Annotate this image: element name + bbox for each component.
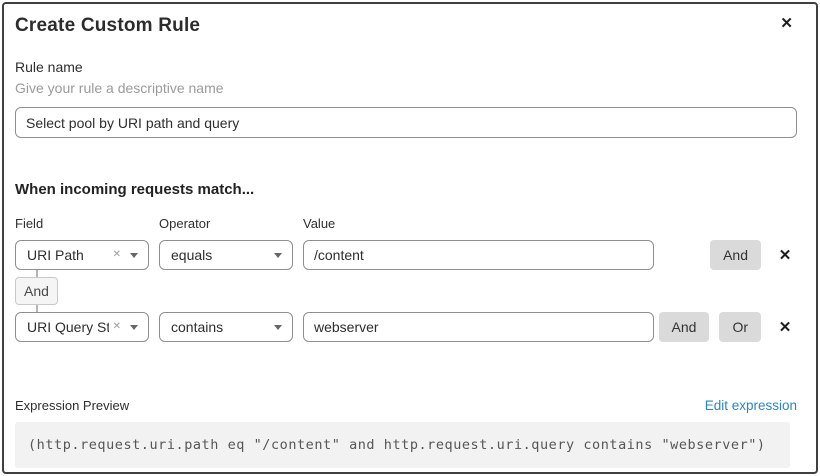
remove-row-icon[interactable]: ✕ bbox=[773, 248, 797, 263]
edit-expression-link[interactable]: Edit expression bbox=[704, 398, 797, 413]
add-and-condition-button[interactable]: And bbox=[710, 240, 761, 270]
field-select[interactable]: URI Query St... ✕ bbox=[15, 312, 149, 342]
remove-row-icon[interactable]: ✕ bbox=[773, 320, 797, 335]
operator-select[interactable]: contains bbox=[159, 312, 293, 342]
connector-line bbox=[36, 270, 38, 277]
expression-preview-code: (http.request.uri.path eq "/content" and… bbox=[15, 422, 790, 468]
expression-section: Expression Preview Edit expression (http… bbox=[15, 398, 797, 468]
close-icon[interactable]: ✕ bbox=[780, 15, 793, 32]
chevron-down-icon[interactable] bbox=[130, 324, 138, 330]
clear-icon[interactable]: ✕ bbox=[112, 249, 121, 260]
field-select-value: URI Query St... bbox=[27, 319, 109, 335]
clear-icon[interactable]: ✕ bbox=[112, 321, 121, 332]
column-header-operator: Operator bbox=[159, 216, 211, 231]
expression-preview-label: Expression Preview bbox=[15, 398, 130, 413]
value-input[interactable] bbox=[303, 312, 654, 342]
rule-name-hint: Give your rule a descriptive name bbox=[15, 80, 224, 96]
rule-name-label: Rule name bbox=[15, 59, 83, 75]
field-select-value: URI Path bbox=[27, 247, 84, 263]
add-and-condition-button[interactable]: And bbox=[658, 312, 710, 342]
operator-select-value: contains bbox=[171, 319, 224, 335]
rule-name-section: Rule name Give your rule a descriptive n… bbox=[15, 59, 797, 138]
condition-row-1: URI Path ✕ equals And ✕ bbox=[15, 240, 797, 270]
rule-name-input[interactable] bbox=[15, 107, 797, 138]
value-input[interactable] bbox=[303, 240, 654, 270]
chevron-down-icon[interactable] bbox=[130, 252, 138, 258]
expression-header: Expression Preview Edit expression bbox=[15, 398, 797, 413]
page-title: Create Custom Rule bbox=[15, 15, 201, 36]
row-actions: And bbox=[665, 240, 761, 270]
match-section: When incoming requests match... Field Op… bbox=[15, 181, 797, 342]
field-select[interactable]: URI Path ✕ bbox=[15, 240, 149, 270]
dialog-header: Create Custom Rule ✕ bbox=[15, 14, 797, 37]
add-or-condition-button[interactable]: Or bbox=[719, 312, 761, 342]
connector-line bbox=[36, 305, 38, 312]
row-actions: And Or bbox=[658, 312, 761, 342]
column-header-field: Field bbox=[15, 216, 44, 231]
column-headers: Field Operator Value bbox=[15, 216, 797, 231]
operator-select-value: equals bbox=[171, 247, 213, 263]
chevron-down-icon[interactable] bbox=[274, 324, 282, 330]
condition-row-2: URI Query St... ✕ contains And Or ✕ bbox=[15, 312, 797, 342]
logic-connector: And bbox=[15, 270, 797, 312]
chevron-down-icon[interactable] bbox=[274, 252, 282, 258]
column-header-value: Value bbox=[303, 216, 336, 231]
and-connector-badge: And bbox=[15, 277, 58, 305]
operator-select[interactable]: equals bbox=[159, 240, 293, 270]
match-heading: When incoming requests match... bbox=[15, 181, 255, 198]
